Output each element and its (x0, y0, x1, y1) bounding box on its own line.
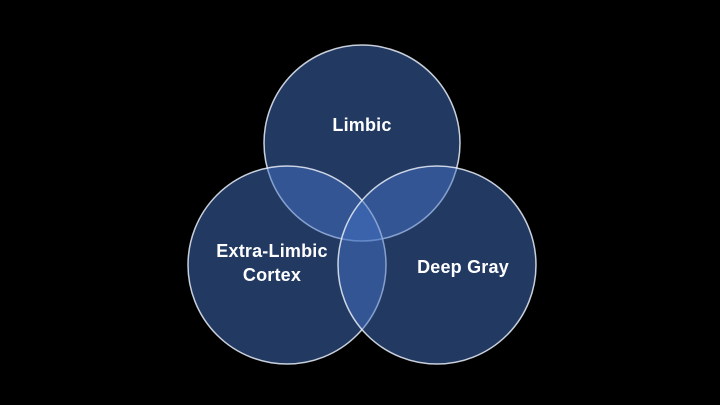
venn-label-deep-gray: Deep Gray (417, 257, 509, 277)
venn-label-limbic: Limbic (332, 115, 392, 135)
venn-label-extra-limbic-cortex: Extra-Limbic Cortex (216, 241, 328, 285)
venn-circle-deep-gray (337, 165, 537, 365)
